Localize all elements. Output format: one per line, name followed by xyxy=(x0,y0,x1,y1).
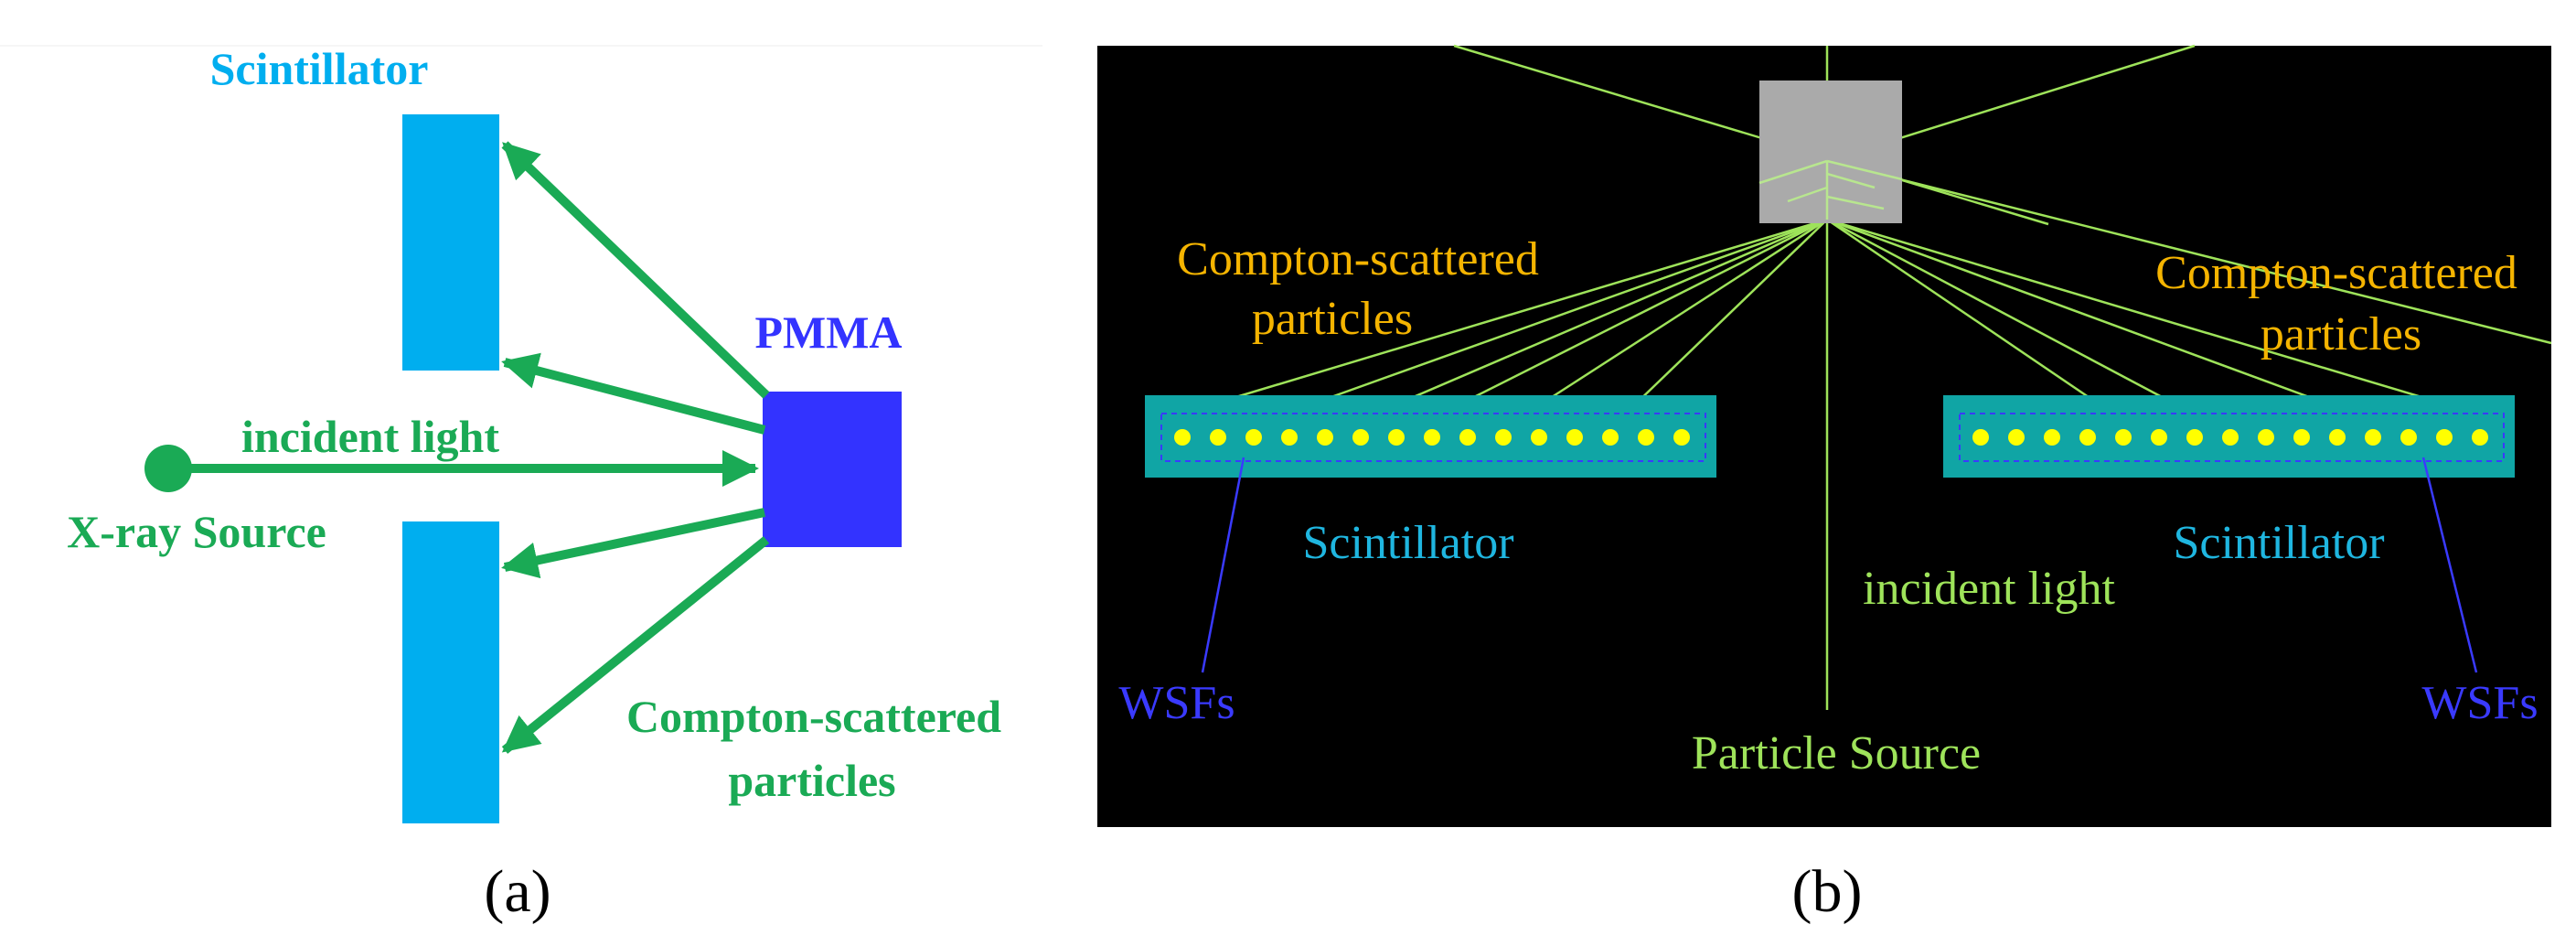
x-ray-source-dot xyxy=(144,445,192,492)
wsf-fiber xyxy=(2293,429,2310,446)
ray-l4 xyxy=(1453,218,1828,409)
wsf-fiber xyxy=(1459,429,1476,446)
wsf-fiber xyxy=(2436,429,2453,446)
ray-r4 xyxy=(1826,218,2456,409)
compton-label-left-line1: Compton-scattered xyxy=(1177,233,1539,285)
wsf-fiber xyxy=(2472,429,2488,446)
scatter-arrow-4 xyxy=(501,536,770,754)
panel-a: Scintillator PMMA incident light X-ray S… xyxy=(0,43,1042,925)
scintillator-label-a: Scintillator xyxy=(210,43,429,94)
wsf-left-boundary xyxy=(1160,413,1706,462)
scatter-arrow-3 xyxy=(501,508,766,579)
compton-label-right-line2: particles xyxy=(2261,308,2421,360)
wsf-right-boundary xyxy=(1959,413,2505,462)
ray-l6 xyxy=(1631,219,1828,408)
compton-label-left-line2: particles xyxy=(1252,293,1413,345)
wsf-fiber xyxy=(2329,429,2346,446)
scintillator-upper-block xyxy=(402,114,499,371)
wsf-fiber xyxy=(1174,429,1191,446)
wsf-fiber xyxy=(1352,429,1369,446)
wsf-fiber xyxy=(2115,429,2132,446)
ray-r2 xyxy=(1826,218,2182,409)
scintillator-right xyxy=(1943,395,2515,478)
pmma-label: PMMA xyxy=(754,306,902,358)
wsf-fiber xyxy=(2186,429,2203,446)
ray-l5 xyxy=(1535,218,1828,409)
wsf-left-leader xyxy=(1201,457,1245,673)
pmma-block xyxy=(763,392,902,547)
wsf-fiber xyxy=(1388,429,1405,446)
wsf-fiber xyxy=(1281,429,1298,446)
caption-a: (a) xyxy=(484,858,550,925)
arrows-group xyxy=(166,141,770,754)
wsf-fiber xyxy=(1245,429,1262,446)
wsf-fiber xyxy=(2222,429,2239,446)
scintillator-label-right: Scintillator xyxy=(2173,517,2384,569)
wsf-fiber xyxy=(1495,429,1512,446)
wsf-fiber xyxy=(2365,429,2381,446)
compton-label-a-line1: Compton-scattered xyxy=(626,691,1001,742)
pmma-phantom-block xyxy=(1759,81,1902,223)
fibers-left xyxy=(1174,429,1690,446)
ray-r1 xyxy=(1826,218,2104,409)
wsf-label-left: WSFs xyxy=(1118,677,1235,729)
through-ray-1 xyxy=(1453,44,2049,226)
wsf-fiber xyxy=(2400,429,2417,446)
wsf-right-leader xyxy=(2421,457,2478,673)
wsf-fiber xyxy=(1317,429,1333,446)
wsf-fiber xyxy=(1602,429,1619,446)
compton-label-a-line2: particles xyxy=(728,755,895,806)
wsf-label-right: WSFs xyxy=(2421,677,2538,729)
x-ray-source-label: X-ray Source xyxy=(67,506,326,557)
fibers-right xyxy=(1972,429,2488,446)
wsf-fiber xyxy=(1566,429,1583,446)
particle-source-label: Particle Source xyxy=(1692,727,1981,779)
rays-in-block xyxy=(1758,159,1903,220)
wsf-fiber xyxy=(2258,429,2274,446)
wsf-fiber xyxy=(1638,429,1654,446)
through-ray-3 xyxy=(1826,159,2552,345)
wsf-fiber xyxy=(1531,429,1547,446)
caption-b: (b) xyxy=(1792,858,1863,925)
wsf-fiber xyxy=(2008,429,2025,446)
wsf-fiber xyxy=(1673,429,1690,446)
scatter-arrow-2 xyxy=(501,352,766,435)
scatter-arrow-1 xyxy=(501,141,770,399)
wsf-fiber xyxy=(1424,429,1440,446)
scintillator-lower-block xyxy=(402,521,499,823)
ray-r3 xyxy=(1826,218,2337,409)
wsf-fiber xyxy=(1972,429,1989,446)
incident-light-label-b: incident light xyxy=(1863,563,2115,615)
wsf-fiber xyxy=(2044,429,2060,446)
scintillator-label-left: Scintillator xyxy=(1302,517,1513,569)
compton-label-right-line1: Compton-scattered xyxy=(2155,247,2517,299)
wsf-fiber xyxy=(2079,429,2096,446)
wsf-fiber xyxy=(2151,429,2167,446)
incident-light-label-a: incident light xyxy=(241,411,499,462)
ray-l3 xyxy=(1389,218,1828,409)
ray-l2 xyxy=(1302,218,1828,409)
scintillator-left xyxy=(1145,395,1716,478)
wsf-fiber xyxy=(1210,429,1226,446)
panel-b: Compton-scattered particles Compton-scat… xyxy=(1097,44,2552,925)
ray-l1 xyxy=(1202,218,1828,409)
